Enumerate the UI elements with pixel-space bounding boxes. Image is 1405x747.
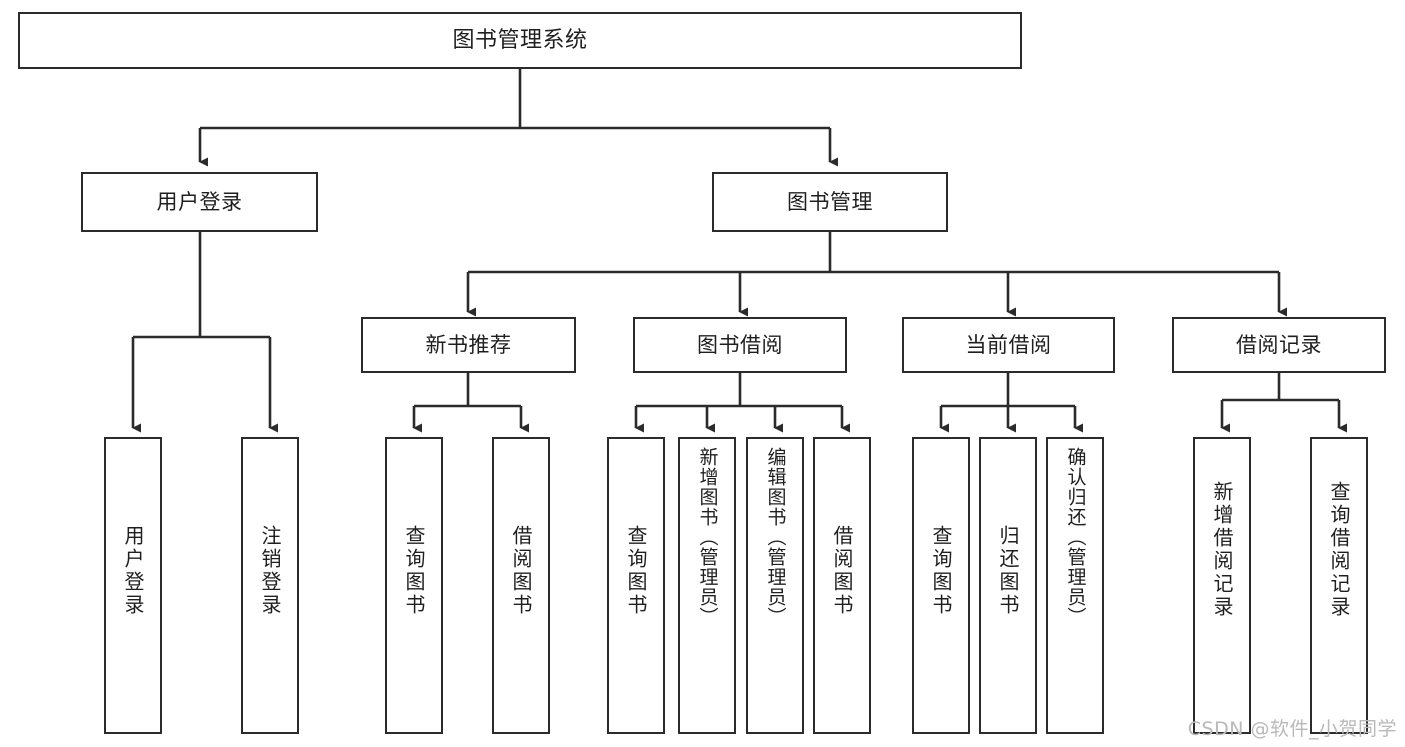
leaf-borrow-book-recommend[interactable]: 借阅图书 bbox=[492, 437, 550, 734]
leaf-add-book-admin[interactable]: 新增图书（管理员） bbox=[678, 437, 736, 734]
node-label: 注销登录 bbox=[258, 525, 282, 617]
node-label: 当前借阅 bbox=[965, 332, 1052, 357]
node-label: 借阅图书 bbox=[830, 525, 854, 617]
leaf-query-book-current[interactable]: 查询图书 bbox=[912, 437, 970, 734]
node-book-management[interactable]: 图书管理 bbox=[712, 172, 948, 232]
leaf-query-borrow-record[interactable]: 查询借阅记录 bbox=[1310, 437, 1368, 734]
node-current-borrow[interactable]: 当前借阅 bbox=[902, 317, 1115, 373]
node-label: 确认归还（管理员） bbox=[1064, 447, 1087, 627]
node-label: 用户登录 bbox=[156, 189, 243, 214]
node-user-login[interactable]: 用户登录 bbox=[81, 172, 318, 232]
leaf-edit-book-admin[interactable]: 编辑图书（管理员） bbox=[746, 437, 804, 734]
node-label: 查询图书 bbox=[929, 525, 953, 617]
node-label: 用户登录 bbox=[121, 525, 145, 617]
node-label: 图书借阅 bbox=[697, 332, 783, 357]
node-label: 图书管理 bbox=[787, 189, 873, 214]
node-label: 归还图书 bbox=[996, 525, 1020, 617]
node-label: 新书推荐 bbox=[425, 332, 512, 357]
node-label: 编辑图书（管理员） bbox=[764, 447, 787, 627]
node-label: 新增借阅记录 bbox=[1210, 481, 1234, 619]
leaf-query-book-borrow[interactable]: 查询图书 bbox=[607, 437, 665, 734]
node-borrow-record[interactable]: 借阅记录 bbox=[1172, 317, 1386, 373]
leaf-borrow-book-borrow[interactable]: 借阅图书 bbox=[813, 437, 871, 734]
node-new-book-recommend[interactable]: 新书推荐 bbox=[361, 317, 576, 373]
node-label: 查询借阅记录 bbox=[1327, 481, 1351, 619]
leaf-query-book-recommend[interactable]: 查询图书 bbox=[385, 437, 443, 734]
node-label: 借阅记录 bbox=[1236, 332, 1322, 357]
node-label: 图书管理系统 bbox=[452, 27, 588, 53]
node-label: 借阅图书 bbox=[509, 525, 533, 617]
leaf-user-login[interactable]: 用户登录 bbox=[104, 437, 162, 734]
csdn-watermark: CSDN @软件_小贺同学 bbox=[1187, 718, 1397, 740]
leaf-add-borrow-record[interactable]: 新增借阅记录 bbox=[1193, 437, 1251, 734]
leaf-logout-login[interactable]: 注销登录 bbox=[241, 437, 299, 734]
node-label: 查询图书 bbox=[624, 525, 648, 617]
node-root-book-management-system[interactable]: 图书管理系统 bbox=[18, 12, 1022, 69]
leaf-confirm-return-admin[interactable]: 确认归还（管理员） bbox=[1046, 437, 1104, 734]
node-label: 查询图书 bbox=[402, 525, 426, 617]
leaf-return-book[interactable]: 归还图书 bbox=[979, 437, 1037, 734]
node-label: 新增图书（管理员） bbox=[696, 447, 719, 627]
node-book-borrow[interactable]: 图书借阅 bbox=[633, 317, 847, 373]
